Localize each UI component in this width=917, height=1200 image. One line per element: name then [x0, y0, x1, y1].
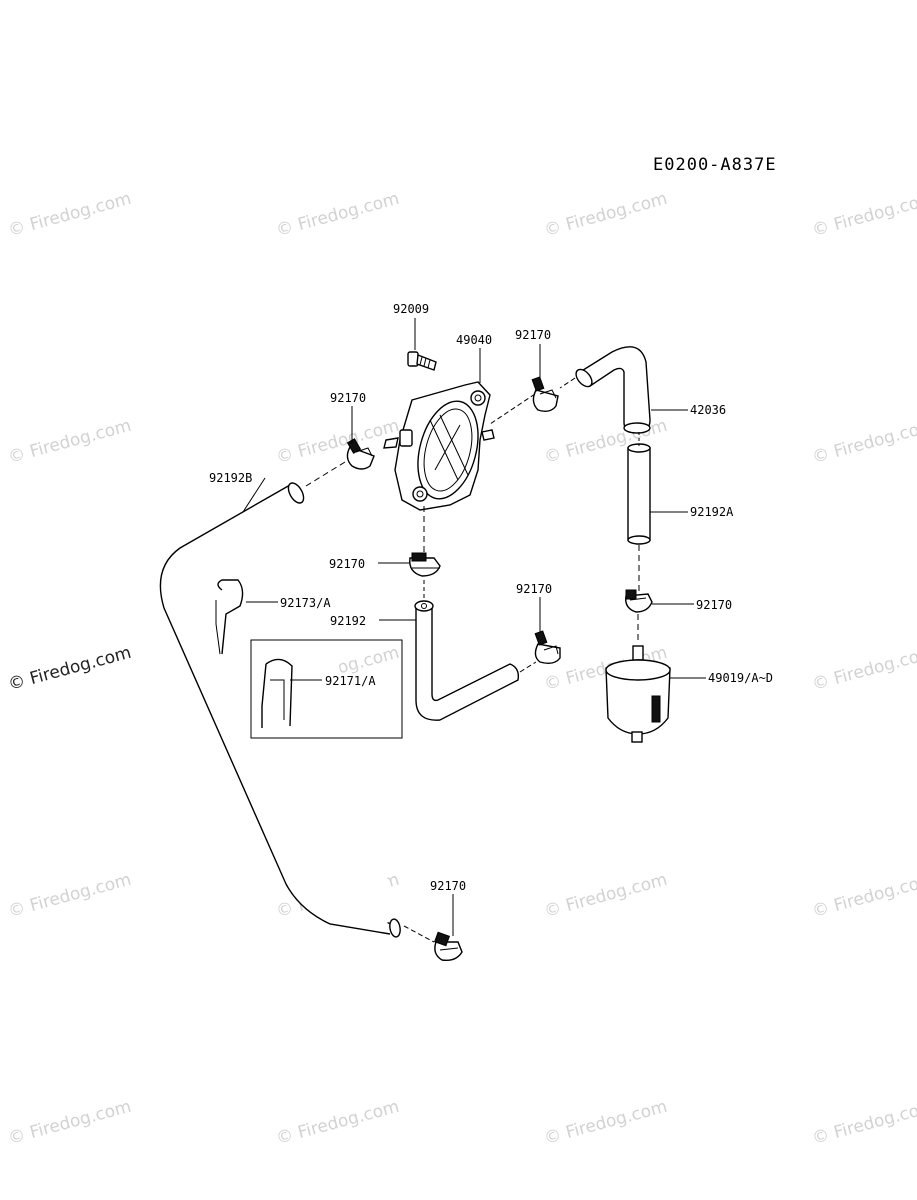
fuel-pump-drawing: [383, 381, 495, 511]
label-49019: 49019/A~D: [708, 671, 773, 685]
hose-straight-drawing: [627, 443, 651, 545]
fuel-filter-drawing: [605, 645, 671, 743]
watermark: © Firedog.com: [810, 1097, 917, 1149]
hose-clip-drawing: [215, 579, 244, 655]
bolt-drawing: [407, 351, 437, 371]
label-92173A: 92173/A: [280, 596, 331, 610]
watermark: © Firedog.com: [274, 1097, 401, 1149]
label-92192B: 92192B: [209, 471, 252, 485]
watermark: © Firedog.com: [810, 189, 917, 241]
watermark: © Firedog.com: [810, 643, 917, 695]
watermark: © Firedog.com: [6, 1097, 133, 1149]
watermark: © Firedog.com: [6, 870, 133, 922]
label-42036: 42036: [690, 403, 726, 417]
clamp-mid-drawing: [409, 552, 441, 577]
label-92170-top: 92170: [515, 328, 551, 342]
clamp-left-drawing: [346, 438, 375, 470]
clamp-right-drawing: [625, 589, 653, 613]
watermark: © Firedog.com: [274, 189, 401, 241]
watermark: © Firedog.com: [542, 189, 669, 241]
clamp-hose-end-drawing: [534, 630, 561, 665]
label-92171A: 92171/A: [325, 674, 376, 688]
leader-lines: [242, 318, 706, 943]
label-92170-hose: 92170: [516, 582, 552, 596]
label-92170-left: 92170: [330, 391, 366, 405]
watermark: © Firedog.com: [6, 189, 133, 241]
label-92192: 92192: [330, 614, 366, 628]
watermark: © Firedog.com: [810, 416, 917, 468]
label-92170-mid: 92170: [329, 557, 365, 571]
watermark: © Firedog.com: [6, 416, 133, 468]
label-92009: 92009: [393, 302, 429, 316]
watermark: © Firedog.com: [810, 870, 917, 922]
watermark-prominent: © Firedog.com: [6, 643, 133, 695]
hose-short-drawing: [414, 600, 520, 721]
clamp-top-drawing: [531, 376, 559, 413]
watermark: © Firedog.com: [274, 416, 401, 468]
watermark: © Firedog.com: [542, 870, 669, 922]
diagram-code: E0200-A837E: [653, 155, 777, 175]
hose-long-drawing: [159, 482, 401, 938]
watermark: © Firedog.com: [542, 1097, 669, 1149]
label-92170-bottom: 92170: [430, 879, 466, 893]
label-92192A: 92192A: [690, 505, 734, 519]
elbow-hose-drawing: [575, 346, 651, 434]
part-labels: 92009 49040 92170 42036 92170 92192B 921…: [209, 302, 773, 893]
label-92170-right: 92170: [696, 598, 732, 612]
hose-clip-boxed-drawing: [250, 639, 403, 739]
label-49040: 49040: [456, 333, 492, 347]
clamp-bottom-drawing: [434, 931, 463, 962]
